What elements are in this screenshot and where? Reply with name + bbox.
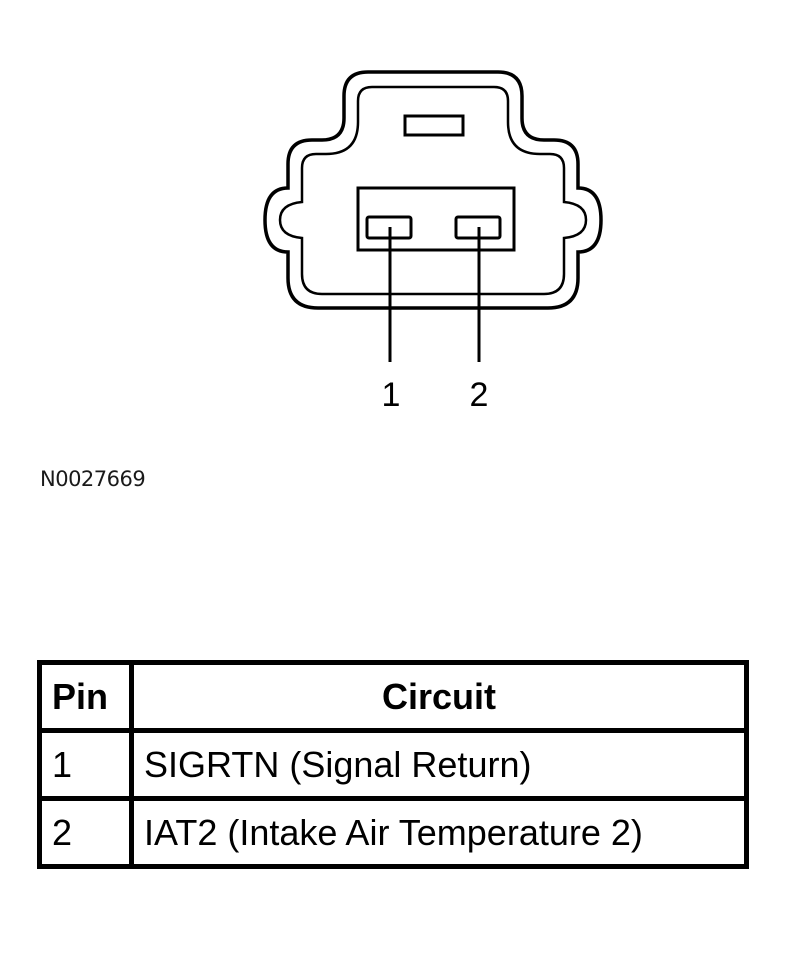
connector-diagram: 1 2 — [263, 70, 603, 414]
table-row: 2 IAT2 (Intake Air Temperature 2) — [37, 796, 749, 869]
terminal-cavity — [356, 186, 516, 252]
connector-key-slot — [403, 114, 465, 137]
header-circuit: Circuit — [129, 660, 749, 733]
pin-2-label: 2 — [470, 376, 489, 414]
pin-cell: 1 — [37, 728, 134, 801]
connector-housing-inner — [278, 85, 588, 296]
circuit-cell: SIGRTN (Signal Return) — [129, 728, 749, 801]
header-pin: Pin — [37, 660, 134, 733]
table-header-row: Pin Circuit — [37, 660, 749, 733]
figure-id: N0027669 — [40, 467, 146, 491]
table-row: 1 SIGRTN (Signal Return) — [37, 728, 749, 801]
pin-1-label: 1 — [382, 376, 401, 414]
circuit-cell: IAT2 (Intake Air Temperature 2) — [129, 796, 749, 869]
pin-cell: 2 — [37, 796, 134, 869]
pinout-table: Pin Circuit 1 SIGRTN (Signal Return) 2 I… — [37, 660, 749, 869]
connector-housing-outer — [263, 70, 603, 310]
